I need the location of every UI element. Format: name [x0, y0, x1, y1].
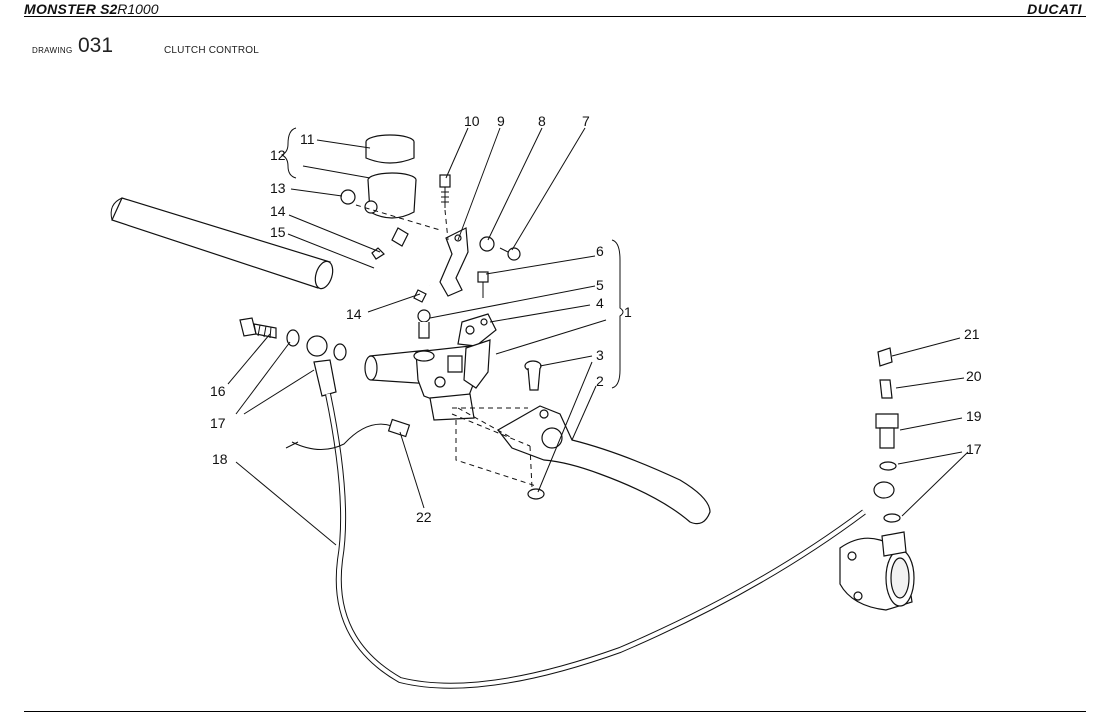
callout-label: 12	[270, 147, 286, 163]
callout-label: 11	[300, 131, 315, 147]
footer-divider	[24, 711, 1086, 712]
callout-label: 9	[497, 113, 505, 129]
callout-label: 10	[464, 113, 480, 129]
callout-label: 16	[210, 383, 226, 399]
bleed-cap-drawing	[877, 347, 893, 367]
bracket-drawing	[439, 227, 469, 297]
callout-label: 1	[624, 304, 632, 320]
screw-drawing	[477, 271, 489, 298]
screw-drawing	[499, 247, 521, 261]
callout-label: 6	[596, 243, 604, 259]
nut-drawing	[527, 488, 545, 500]
callout-label: 15	[270, 224, 286, 240]
clutch-hose-drawing	[325, 393, 866, 689]
callout-label: 5	[596, 277, 604, 293]
hose-end-drawing	[313, 359, 337, 397]
callout-label: 18	[212, 451, 228, 467]
pin-drawing	[524, 360, 542, 391]
handlebar-drawing	[110, 197, 334, 290]
drawing-number: 031	[78, 34, 114, 57]
callout-label: 20	[966, 368, 982, 384]
brand-logo: DUCATI	[1027, 1, 1082, 17]
callout-label: 21	[964, 326, 980, 342]
hose-drawing	[367, 242, 435, 303]
drawing-title: CLUTCH CONTROL	[164, 45, 260, 56]
reservoir-drawing	[364, 134, 417, 247]
callout-label: 8	[538, 113, 546, 129]
callout-label: 17	[966, 441, 982, 457]
bleed-valve-drawing	[879, 379, 893, 399]
lever-drawing	[497, 405, 711, 525]
leader-lines	[227, 127, 969, 546]
banjo-bolt-drawing	[239, 317, 277, 339]
callout-label: 14	[270, 203, 286, 219]
callout-label: 3	[596, 347, 604, 363]
washer-drawing	[879, 461, 897, 471]
clutch-switch-drawing	[285, 418, 411, 450]
assembly-lines	[355, 204, 537, 489]
callout-label: 13	[270, 180, 286, 196]
callout-label: 22	[416, 509, 432, 525]
callout-label: 4	[596, 295, 604, 311]
callout-label: 17	[210, 415, 226, 431]
washer-drawing	[883, 513, 901, 523]
grommet-drawing	[340, 189, 356, 205]
callout-label: 14	[346, 306, 362, 322]
drawing-label: DRAWING	[32, 46, 73, 55]
banjo-fitting-drawing	[306, 335, 328, 357]
banjo-fitting-drawing	[873, 481, 895, 499]
callout-labels: 1 2 3 4 5 6 7 8 9 10 11 12 13 14 14 15 1…	[210, 113, 982, 525]
callout-label: 2	[596, 373, 604, 389]
plunger-drawing	[413, 309, 435, 362]
valve-body-drawing	[875, 413, 899, 449]
nut-drawing	[479, 236, 495, 252]
slave-cylinder-drawing	[839, 531, 915, 611]
washer-drawing	[333, 343, 347, 361]
screw-drawing	[439, 174, 451, 208]
callout-label: 7	[582, 113, 590, 129]
header-divider	[24, 16, 1086, 17]
master-cylinder-drawing	[364, 313, 497, 421]
callout-label: 19	[966, 408, 982, 424]
